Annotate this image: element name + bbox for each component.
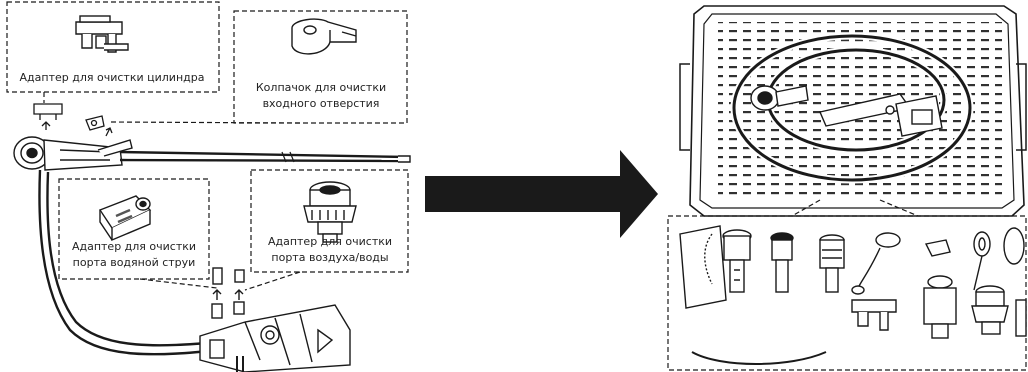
accessory-parts <box>680 226 1026 364</box>
air-water-label-2: порта воздуха/воды <box>256 250 404 265</box>
cleaning-tray-icon <box>680 6 1026 216</box>
cap-icon <box>292 19 356 54</box>
arrow-right-icon <box>425 150 658 238</box>
inlet-cap-label-1: Колпачок для очистки <box>240 80 402 95</box>
water-jet-label-1: Адаптер для очистки <box>62 239 206 254</box>
cylinder-adapter-icon <box>76 16 128 52</box>
cylinder-adapter-label: Адаптер для очистки цилиндра <box>12 70 212 85</box>
air-water-label-1: Адаптер для очистки <box>256 234 404 249</box>
water-jet-label-2: порта водяной струи <box>62 255 206 270</box>
adapter-icon <box>34 104 112 136</box>
inlet-cap-label-2: входного отверстия <box>240 96 402 111</box>
air-water-adapter-icon <box>304 182 356 242</box>
water-jet-adapter-icon <box>100 196 150 240</box>
